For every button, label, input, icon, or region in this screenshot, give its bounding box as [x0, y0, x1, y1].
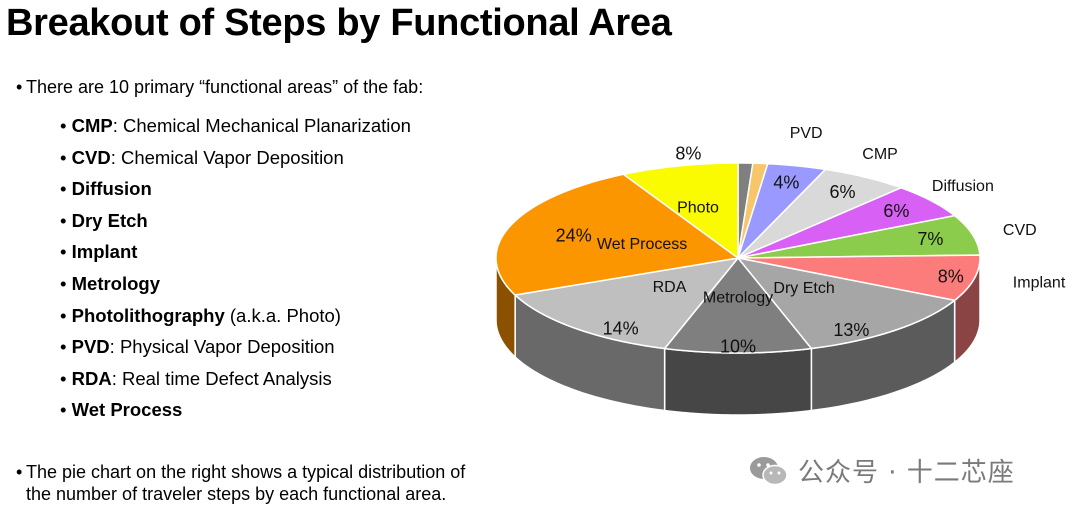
footnote: •The pie chart on the right shows a typi… [16, 461, 465, 505]
area-name: Implant [71, 241, 138, 263]
area-name: CVD [71, 146, 111, 168]
pie-top [495, 162, 981, 354]
pie-slice-dry-etch [736, 256, 957, 350]
pie-category-label: Diffusion [932, 178, 994, 195]
watermark-text: 公众号 · 十二芯座 [798, 458, 1015, 488]
area-desc: : Physical Vapor Deposition [109, 336, 335, 358]
pie-value-label: 8% [938, 266, 964, 286]
area-name: PVD [71, 336, 110, 358]
area-desc: : Chemical Mechanical Planarization [112, 115, 411, 136]
pie-side-metrology [663, 347, 813, 416]
area-name: CMP [71, 115, 113, 136]
pie-value-label: 10% [720, 336, 756, 356]
pie-category-label: RDA [653, 279, 687, 296]
list-item: • CMP: Chemical Mechanical Planarization [60, 113, 411, 145]
area-desc: : Chemical Vapor Deposition [110, 146, 344, 168]
area-desc: : Real time Defect Analysis [111, 367, 332, 389]
pie-slice-rda [513, 256, 740, 350]
intro-text: •There are 10 primary “functional areas”… [16, 77, 423, 98]
pie-category-label: Metrology [703, 289, 773, 306]
pie-category-label: Wet Process [597, 236, 687, 253]
list-item: • Photolithography (a.k.a. Photo) [60, 303, 411, 335]
pie-value-label: 7% [917, 229, 943, 249]
pie-category-label: Implant [1013, 275, 1066, 292]
bullet-icon: • [60, 367, 72, 389]
pie-category-label: PVD [790, 125, 823, 142]
area-desc: (a.k.a. Photo) [224, 304, 341, 326]
bullet-icon: • [60, 304, 72, 326]
bullet-icon: • [60, 241, 72, 263]
pie-value-label: 24% [556, 225, 592, 245]
area-name: Dry Etch [71, 209, 148, 231]
pie-slice-metrology [663, 256, 813, 354]
pie-value-label: 14% [603, 319, 639, 339]
pie-category-label: Dry Etch [773, 280, 834, 297]
bullet-icon: • [60, 399, 72, 421]
pie-slice-implant [737, 254, 981, 302]
pie-value-label: 4% [773, 173, 799, 193]
list-item: • Metrology [60, 271, 411, 303]
bullet-icon: • [16, 462, 23, 482]
bullet-icon: • [60, 272, 72, 294]
area-name: Metrology [71, 272, 161, 294]
functional-area-list: • CMP: Chemical Mechanical Planarization… [60, 113, 411, 429]
bullet-icon: • [60, 146, 72, 168]
pie-slice-cmp [737, 168, 904, 259]
footnote-line-1: The pie chart on the right shows a typic… [26, 462, 466, 482]
list-item: • Dry Etch [60, 208, 411, 240]
pie-slice-pvd [737, 162, 827, 259]
area-name: Diffusion [71, 178, 152, 200]
wechat-icon [750, 456, 788, 485]
pie-value-label: 6% [883, 201, 909, 221]
pie-category-label: Photo [677, 200, 719, 217]
pie-category-label: CVD [1003, 222, 1037, 239]
pie-value-label: 13% [833, 320, 869, 340]
pie-labels: 4% PVD 6% CMP 6% Diffusion 7% CVD 8% Implant 13% Dr… [556, 125, 1066, 357]
pie-value-label: 8% [675, 144, 701, 164]
pie-category-label: CMP [862, 146, 898, 163]
bullet-icon: • [60, 209, 72, 231]
list-item: • RDA: Real time Defect Analysis [60, 366, 411, 398]
bullet-icon: • [60, 115, 72, 136]
footnote-line-2: the number of traveler steps by each fun… [26, 484, 447, 504]
bullet-icon: • [16, 77, 23, 97]
list-item: • CVD: Chemical Vapor Deposition [60, 145, 411, 177]
pie-sides [495, 257, 981, 416]
area-name: RDA [71, 367, 112, 389]
bullet-icon: • [60, 178, 72, 200]
watermark: 公众号 · 十二芯座 [748, 452, 1015, 489]
area-name: Photolithography [71, 304, 225, 326]
list-item: • Wet Process [60, 397, 411, 429]
list-item: • Diffusion [60, 176, 411, 208]
pie-slice-diffusion [737, 186, 957, 259]
list-item: • Implant [60, 239, 411, 271]
pie-slice-photo [621, 162, 739, 260]
page-title: Breakout of Steps by Functional Area [6, 2, 672, 44]
pie-slice-cvd [737, 214, 981, 259]
intro-label: There are 10 primary “functional areas” … [26, 77, 424, 97]
bullet-icon: • [60, 336, 72, 358]
area-name: Wet Process [71, 399, 183, 421]
list-item: • PVD: Physical Vapor Deposition [60, 334, 411, 366]
pie-value-label: 6% [829, 182, 855, 202]
pie-slice-wet-process [495, 173, 740, 296]
